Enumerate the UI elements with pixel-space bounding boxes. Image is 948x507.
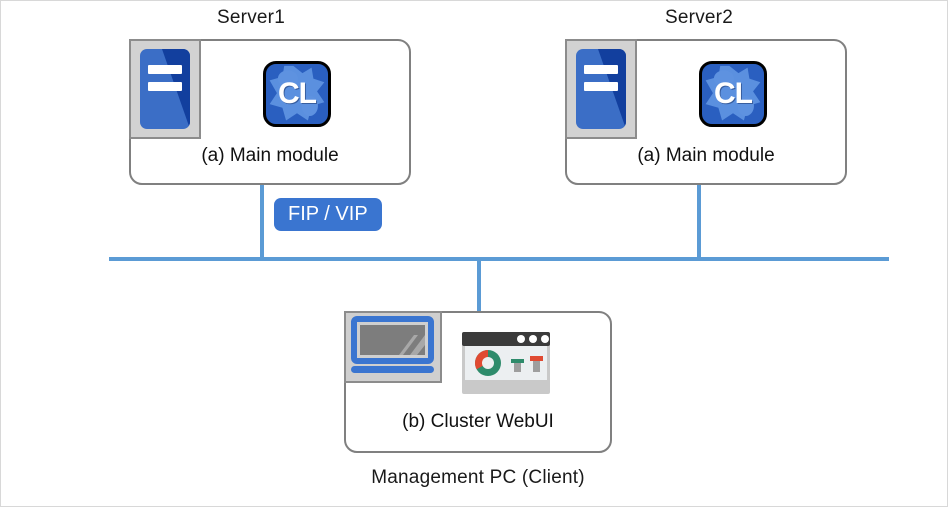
donut-chart-glyph [475, 350, 501, 376]
management-pc-laptop-icon [344, 311, 442, 383]
server1-cl-icon-label: CL [278, 76, 317, 110]
cl-icon-splash-shape [269, 65, 325, 121]
widget-bar-1 [511, 359, 524, 372]
management-pc-drop-line [477, 257, 481, 313]
server-slot-bar-bottom [148, 82, 182, 91]
browser-window-glyph [462, 332, 550, 394]
server2-title: Server2 [665, 7, 733, 28]
laptop-glyph [351, 316, 434, 373]
network-bus-line [109, 257, 889, 261]
server2-server-icon [565, 39, 637, 139]
server2-network-drop-line [697, 185, 701, 261]
server-chassis-shape [140, 49, 190, 129]
server2-clusterpro-cl-icon: CL [699, 61, 767, 127]
widget-bar-2 [530, 356, 543, 372]
server1-network-drop-line [260, 185, 264, 261]
server-chassis-shape [576, 49, 626, 129]
management-pc-caption: Management PC (Client) [371, 467, 585, 488]
browser-window-icon [462, 332, 550, 394]
server1-module-label: (a) Main module [201, 145, 339, 166]
server1-server-icon [129, 39, 201, 139]
server1-title: Server1 [217, 7, 285, 28]
server-slot-bar-top [584, 65, 618, 74]
fip-vip-badge[interactable]: FIP / VIP [274, 198, 382, 231]
server2-module-label: (a) Main module [637, 145, 775, 166]
cluster-webui-label: (b) Cluster WebUI [402, 411, 554, 432]
server1-clusterpro-cl-icon: CL [263, 61, 331, 127]
server-slot-bar-bottom [584, 82, 618, 91]
server2-cl-icon-label: CL [714, 76, 753, 110]
cl-icon-splash-shape [705, 65, 761, 121]
server-slot-bar-top [148, 65, 182, 74]
